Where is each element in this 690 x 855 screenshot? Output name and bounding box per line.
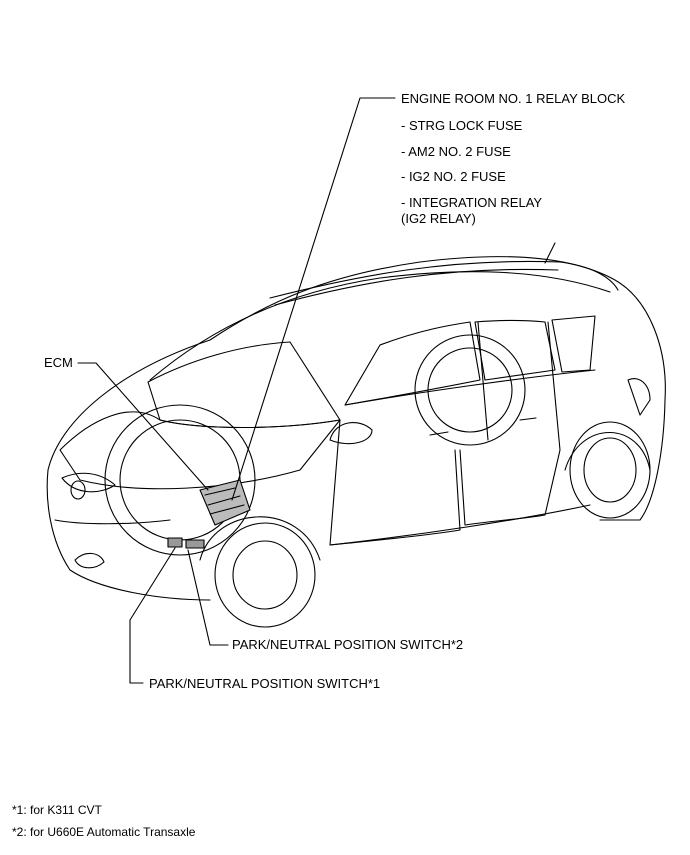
fuse-strg-lock-label: - STRG LOCK FUSE (401, 118, 523, 133)
footnote-1: *1: for K311 CVT (12, 803, 102, 817)
leader-relay-block (231, 97, 396, 501)
leader-ecm (77, 362, 209, 491)
ecm-label: ECM (44, 355, 73, 370)
relay-block-label: ENGINE ROOM NO. 1 RELAY BLOCK (401, 91, 626, 106)
roof-rail (269, 260, 619, 299)
leader-pnp-1 (129, 547, 176, 684)
front-wheel-arch (199, 516, 321, 561)
fog-light (74, 552, 105, 569)
emblem (70, 480, 86, 500)
front-wheel (214, 522, 316, 628)
ghost-wheel-front (104, 404, 256, 556)
windshield (147, 341, 341, 429)
front-bumper (46, 469, 211, 601)
rear-wheel (569, 421, 651, 519)
footnote-2: *2: for U660E Automatic Transaxle (12, 825, 196, 839)
side-mirror (329, 422, 373, 445)
rear-side-window (474, 319, 556, 381)
pnp-switch-component (167, 537, 183, 548)
quarter-window (551, 315, 596, 373)
headlight (61, 472, 116, 493)
ig2-relay-label: (IG2 RELAY) (401, 211, 476, 226)
front-door (329, 419, 461, 546)
fuse-ig2-label: - IG2 NO. 2 FUSE (401, 169, 506, 184)
pnp-switch-2-label: PARK/NEUTRAL POSITION SWITCH*2 (232, 637, 464, 652)
ghost-wheel-rear (414, 334, 526, 446)
hood (59, 411, 341, 490)
integration-relay-label: - INTEGRATION RELAY (401, 195, 543, 210)
fuse-am2-label: - AM2 NO. 2 FUSE (401, 144, 511, 159)
tail-light (627, 378, 651, 416)
roof-line (149, 271, 611, 381)
pnp-switch-1-label: PARK/NEUTRAL POSITION SWITCH*1 (149, 676, 381, 691)
car-body-outline (47, 256, 666, 521)
rear-door (459, 449, 561, 526)
antenna (544, 242, 556, 264)
front-side-window (344, 321, 481, 406)
leader-pnp-2 (187, 549, 229, 646)
